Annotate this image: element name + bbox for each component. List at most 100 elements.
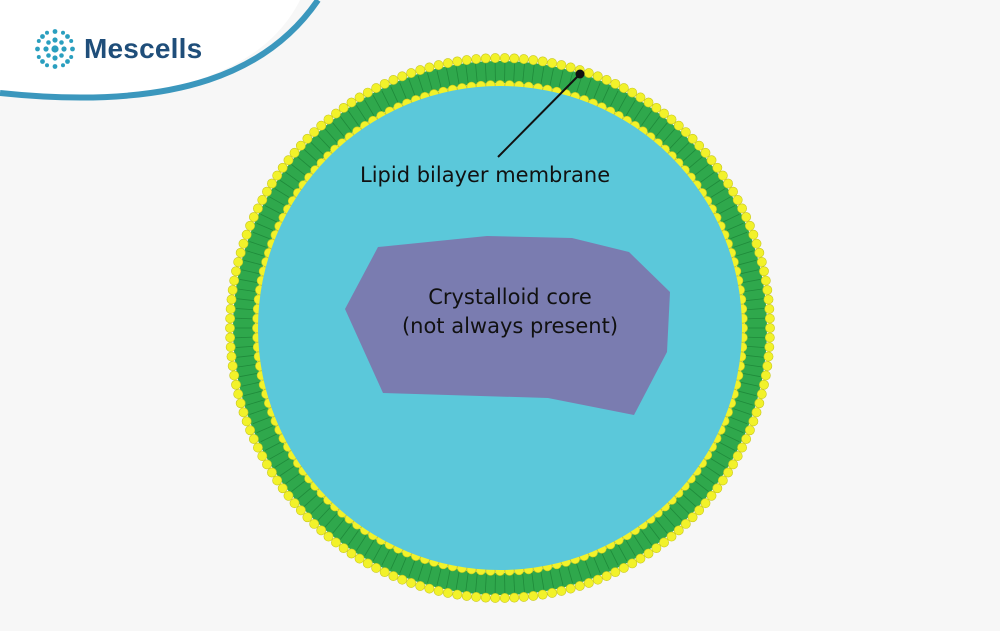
lipid-tail <box>688 487 703 500</box>
membrane-label: Lipid bilayer membrane <box>360 163 611 187</box>
lipid-head <box>610 567 621 578</box>
lipid-tail <box>324 128 338 143</box>
lipid-tail <box>699 171 715 184</box>
lipid-tail <box>746 308 765 311</box>
lipid-head <box>397 574 408 585</box>
lipid-tail <box>356 535 367 551</box>
lipid-head <box>643 97 654 108</box>
lipid-tail <box>617 95 628 112</box>
lipid-head <box>745 425 755 436</box>
lipid-tail <box>641 110 653 126</box>
lipid-head <box>309 127 320 137</box>
lipid-tail <box>399 556 407 574</box>
lipid-head <box>764 313 775 324</box>
lipid-head <box>371 83 382 93</box>
lipid-tail <box>718 441 736 451</box>
lipid-tail <box>260 433 278 443</box>
lipid-tail <box>745 298 764 302</box>
lipid-tail <box>648 116 661 132</box>
lipid-head <box>354 553 365 564</box>
lipid-head <box>379 78 390 89</box>
lipid-head <box>666 531 677 542</box>
lipid-tail <box>364 99 375 116</box>
lipid-tail <box>249 241 267 248</box>
lipid-tail <box>339 116 352 132</box>
membrane-pointer-dot <box>575 69 585 79</box>
lipid-tail <box>475 64 478 83</box>
lipid-tail <box>356 105 367 121</box>
lipid-head <box>601 571 612 581</box>
lipid-head <box>424 62 435 73</box>
lipid-tail <box>669 135 683 149</box>
lipid-head <box>765 323 775 333</box>
lipid-head <box>433 586 444 596</box>
lipid-head <box>316 120 327 131</box>
lipid-tail <box>742 278 761 284</box>
lipid-tail <box>269 196 286 207</box>
lipid-tail <box>235 317 254 320</box>
lipid-head <box>717 475 728 486</box>
lipid-tail <box>285 171 301 184</box>
lipid-tail <box>733 408 751 415</box>
lipid-head <box>443 58 453 68</box>
lipid-tail <box>531 65 535 84</box>
lipid-tail <box>540 66 545 85</box>
lipid-head <box>728 186 738 197</box>
lipid-tail <box>399 82 407 100</box>
lipid-head <box>528 55 539 65</box>
lipid-head <box>225 342 236 352</box>
lipid-tail <box>264 205 282 215</box>
lipid-head <box>748 229 759 240</box>
lipid-tail <box>549 68 554 87</box>
lipid-tail <box>601 552 610 570</box>
lipid-head <box>471 54 482 64</box>
lipid-head <box>635 553 646 564</box>
lipid-tail <box>264 441 282 451</box>
lipid-tail <box>531 572 535 591</box>
lipid-tail <box>694 480 709 492</box>
lipid-tail <box>317 135 331 149</box>
lipid-tail <box>662 513 676 528</box>
lipid-head <box>433 60 444 70</box>
lipid-head <box>565 583 576 594</box>
lipid-tail <box>427 565 433 583</box>
lipid-tail <box>246 250 264 257</box>
lipid-head <box>499 53 510 63</box>
lipid-tail <box>718 205 736 215</box>
lipid-head <box>712 483 723 494</box>
lipid-head <box>226 351 237 362</box>
lipid-tail <box>669 507 683 521</box>
lipid-tail <box>740 269 759 275</box>
lipid-head <box>277 483 288 494</box>
lipid-tail <box>567 73 573 91</box>
lipid-tail <box>436 70 442 89</box>
lipid-head <box>226 294 237 305</box>
lipid-head <box>338 543 349 554</box>
lipid-head <box>231 266 241 277</box>
lipid-tail <box>235 336 254 339</box>
lipid-tail <box>736 399 754 406</box>
lipid-head <box>601 75 612 85</box>
lipid-head <box>490 593 501 603</box>
lipid-head <box>751 407 762 418</box>
lipid-head <box>229 275 240 286</box>
lipid-head <box>354 92 365 103</box>
lipid-head <box>388 75 399 85</box>
lipid-head <box>741 434 752 444</box>
lipid-head <box>666 114 677 125</box>
lipid-tail <box>241 381 260 387</box>
lipid-tail <box>237 288 256 293</box>
lipid-tail <box>726 222 744 231</box>
lipid-tail <box>381 548 391 566</box>
lipid-tail <box>484 63 487 82</box>
lipid-head <box>748 416 759 427</box>
lipid-tail <box>446 569 451 588</box>
lipid-head <box>346 548 357 559</box>
lipid-tail <box>364 540 375 557</box>
lipid-tail <box>310 500 325 514</box>
lipid-head <box>759 266 769 277</box>
lipid-tail <box>746 336 765 339</box>
lipid-head <box>238 238 249 249</box>
brand-logo[interactable]: Mescells <box>34 28 202 70</box>
lipid-head <box>592 574 603 585</box>
